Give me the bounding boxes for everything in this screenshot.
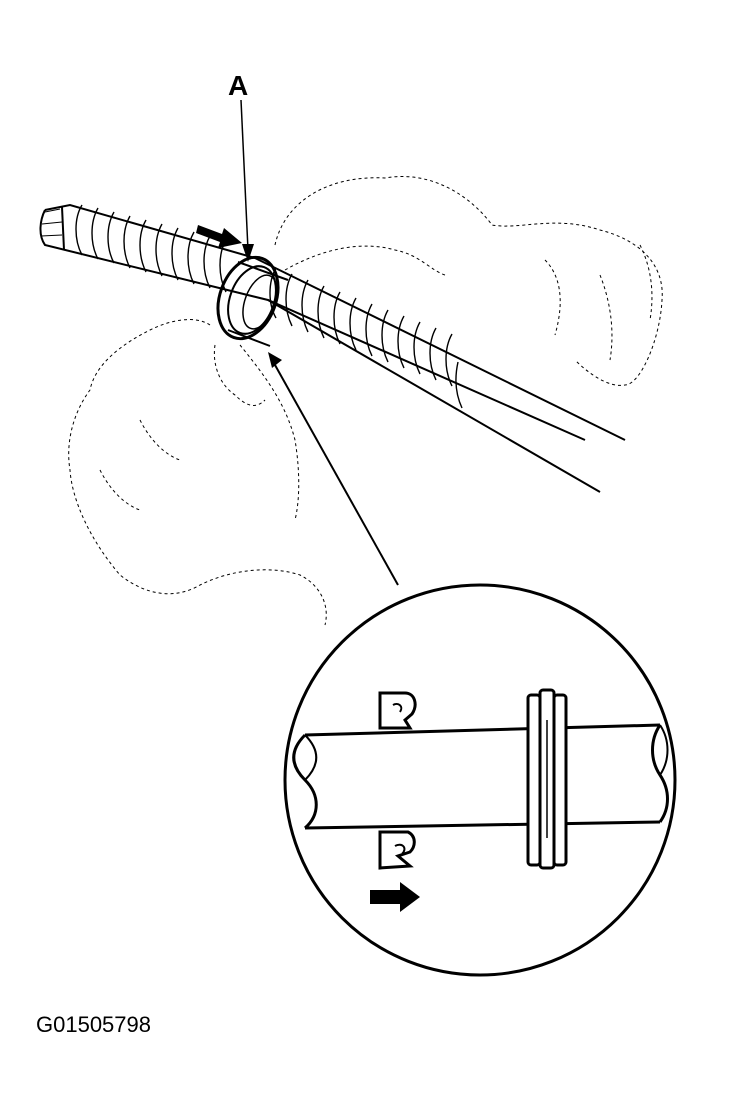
callout-label-a: A [228,70,249,101]
steering-rack-rod [39,203,626,493]
detail-leader [268,352,399,586]
left-hand-outline [68,319,327,626]
detail-magnifier [283,583,677,977]
rack-teeth [75,204,463,409]
right-hand-outline [274,176,663,386]
detail-clip-lower [378,830,416,870]
figure-id: G01505798 [36,1012,151,1037]
rod-tip [40,208,63,237]
callout-a-leader [240,99,254,262]
detail-direction-arrow [370,882,420,912]
detail-clip-upper [378,691,417,730]
detail-ring [526,688,568,870]
push-direction-arrow [196,225,242,248]
seal-ring-a [216,255,289,347]
